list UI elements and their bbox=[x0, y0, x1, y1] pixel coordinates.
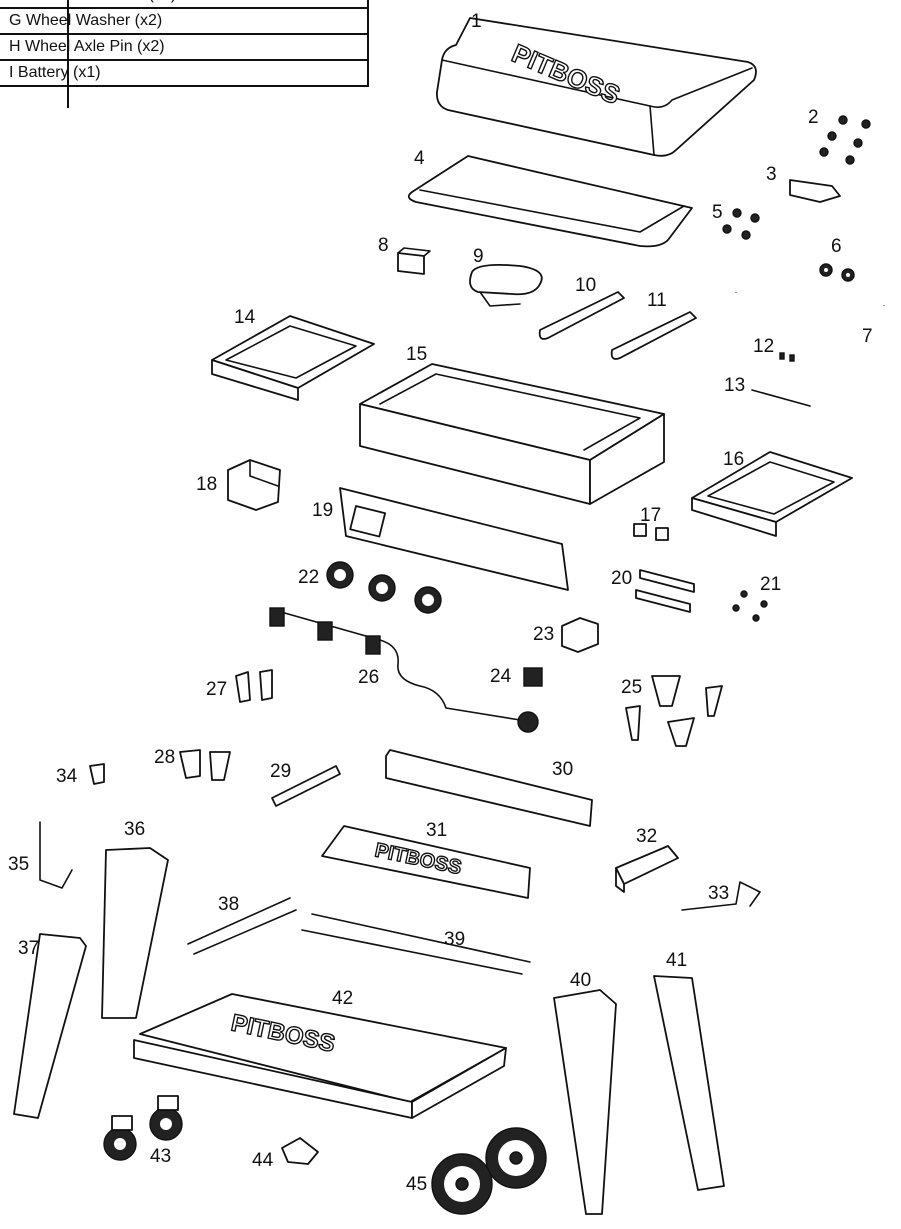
callout-7: 7 bbox=[862, 326, 873, 347]
part-1-griddle-lid: PITBOSS bbox=[436, 17, 757, 157]
part-43-casters bbox=[103, 1095, 183, 1161]
part-3-bracket bbox=[789, 179, 841, 203]
callout-28: 28 bbox=[154, 747, 175, 768]
part-2-screws bbox=[819, 115, 871, 165]
callout-1: 1 bbox=[471, 11, 482, 32]
part-36-leg bbox=[101, 847, 169, 1019]
part-15-main-body bbox=[359, 363, 665, 505]
part-26-manifold bbox=[269, 607, 539, 733]
part-34-clip bbox=[89, 763, 105, 785]
callout-16: 16 bbox=[723, 449, 744, 470]
callout-31: 31 bbox=[426, 820, 447, 841]
hardware-item-g: G Wheel Washer (x2) bbox=[0, 7, 369, 35]
part-18-housing bbox=[227, 459, 281, 511]
callout-42: 42 bbox=[332, 988, 353, 1009]
part-8-igniter bbox=[397, 252, 425, 275]
callout-38: 38 bbox=[218, 894, 239, 915]
callout-11: 11 bbox=[647, 290, 667, 311]
callout-10: 10 bbox=[575, 275, 596, 296]
part-17-clips bbox=[633, 523, 669, 541]
callout-20: 20 bbox=[611, 568, 632, 589]
callout-18: 18 bbox=[196, 474, 217, 495]
hardware-item-f: F Wheel Cotter Pin (x2) bbox=[0, 0, 369, 9]
callout-19: 19 bbox=[312, 500, 333, 521]
part-25-feet bbox=[625, 675, 723, 747]
callout-44: 44 bbox=[252, 1150, 274, 1171]
part-12-pins bbox=[779, 352, 795, 362]
callout-22: 22 bbox=[298, 567, 319, 588]
part-32-box bbox=[615, 845, 679, 885]
callout-36: 36 bbox=[124, 819, 145, 840]
part-44-bracket bbox=[281, 1137, 319, 1165]
callout-43: 43 bbox=[150, 1146, 171, 1167]
callout-6: 6 bbox=[831, 236, 842, 257]
part-30-back-panel bbox=[385, 749, 593, 827]
callout-21: 21 bbox=[760, 574, 781, 595]
callout-39: 39 bbox=[444, 929, 465, 950]
table-column-divider bbox=[67, 0, 69, 108]
callout-45: 45 bbox=[406, 1174, 427, 1195]
hardware-row: H Wheel Axle Pin (x2) bbox=[0, 33, 369, 61]
callout-8: 8 bbox=[378, 235, 389, 256]
hardware-item-i: I Battery (x1) bbox=[0, 59, 369, 87]
part-41-leg bbox=[653, 975, 725, 1191]
hardware-row: G Wheel Washer (x2) bbox=[0, 7, 369, 35]
part-38-rods bbox=[187, 897, 297, 955]
part-20-brackets bbox=[639, 569, 695, 593]
callout-34: 34 bbox=[56, 766, 78, 787]
callout-25: 25 bbox=[621, 677, 642, 698]
part-6-washers bbox=[819, 263, 855, 282]
part-37-leg bbox=[13, 933, 87, 1119]
callout-17: 17 bbox=[640, 505, 661, 526]
callout-32: 32 bbox=[636, 826, 657, 847]
part-11-burner bbox=[610, 311, 697, 360]
part-35-hook bbox=[39, 821, 73, 889]
hardware-row: F Wheel Cotter Pin (x2) bbox=[0, 0, 369, 9]
callout-35: 35 bbox=[8, 854, 29, 875]
callout-13: 13 bbox=[724, 375, 745, 396]
part-5-screws bbox=[722, 208, 760, 240]
part-33-wire bbox=[681, 881, 761, 911]
callout-27: 27 bbox=[206, 679, 227, 700]
callout-2: 2 bbox=[808, 107, 819, 128]
hardware-item-h: H Wheel Axle Pin (x2) bbox=[0, 33, 369, 61]
callout-5: 5 bbox=[712, 202, 723, 223]
hardware-row: I Battery (x1) bbox=[0, 59, 369, 87]
hardware-list-table: F Wheel Cotter Pin (x2) G Wheel Washer (… bbox=[0, 0, 369, 87]
callout-30: 30 bbox=[552, 759, 573, 780]
part-21-screws bbox=[732, 590, 768, 622]
callout-4: 4 bbox=[414, 148, 425, 169]
part-24-regulator bbox=[523, 667, 543, 687]
callout-3: 3 bbox=[766, 164, 777, 185]
callout-33: 33 bbox=[708, 883, 729, 904]
part-39-rods bbox=[301, 913, 531, 975]
part-40-leg bbox=[553, 989, 617, 1215]
callout-24: 24 bbox=[490, 666, 512, 687]
part-31-front-panel bbox=[321, 825, 531, 899]
callout-14: 14 bbox=[234, 307, 256, 328]
callout-37: 37 bbox=[18, 938, 39, 959]
part-27-clips bbox=[235, 669, 273, 703]
part-23-block bbox=[561, 617, 599, 653]
callout-9: 9 bbox=[473, 246, 484, 267]
callout-41: 41 bbox=[666, 950, 687, 971]
part-28-clips bbox=[179, 749, 231, 781]
part-4-drip-tray bbox=[407, 155, 693, 248]
part-13-rod bbox=[751, 389, 811, 407]
part-45-wheels bbox=[431, 1127, 547, 1215]
callout-29: 29 bbox=[270, 761, 291, 782]
part-19-control-panel bbox=[339, 487, 569, 591]
part-29-bracket bbox=[271, 765, 341, 807]
callout-40: 40 bbox=[570, 970, 591, 991]
callout-12: 12 bbox=[753, 336, 774, 357]
part-22-knobs bbox=[326, 561, 442, 614]
part-9-frame bbox=[469, 263, 543, 296]
callout-15: 15 bbox=[406, 344, 427, 365]
part-10-burner bbox=[538, 291, 625, 340]
callout-26: 26 bbox=[358, 667, 379, 688]
callout-23: 23 bbox=[533, 624, 554, 645]
